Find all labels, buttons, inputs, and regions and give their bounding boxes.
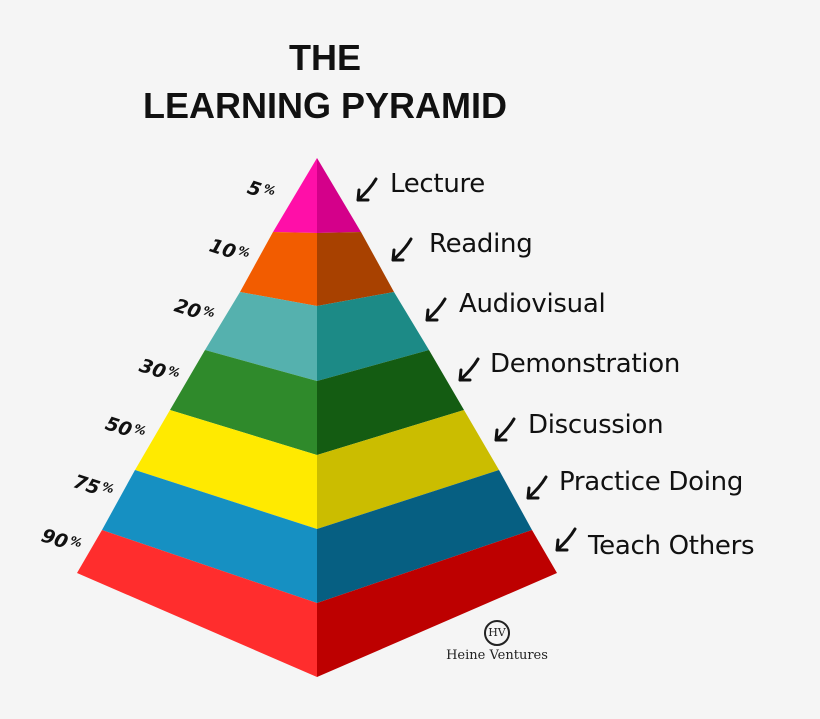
method-label-demonstration: Demonstration (490, 349, 680, 379)
arrow-down-left-icon (555, 527, 577, 552)
method-label-practice-doing: Practice Doing (559, 467, 744, 497)
method-label-reading: Reading (429, 229, 533, 259)
arrow-down-left-icon (425, 297, 447, 322)
pyramid-level-teach-others (77, 530, 557, 677)
arrow-down-left-icon (458, 357, 480, 382)
arrow-down-left-icon (494, 417, 516, 442)
arrow-down-left-icon (391, 237, 413, 262)
title-line-2: LEARNING PYRAMID (142, 85, 507, 126)
method-label-lecture: Lecture (390, 169, 486, 199)
method-label-teach-others: Teach Others (588, 531, 755, 561)
brand-watermark: HV Heine Ventures (430, 620, 564, 663)
arrow-down-left-icon (526, 475, 548, 500)
pyramid-level-discussion (135, 410, 499, 529)
pyramid-level-lecture (273, 158, 361, 233)
pyramid-level-demonstration (170, 350, 464, 455)
title-line-1: THE (289, 37, 361, 78)
pyramid-level-practice-doing (102, 470, 532, 603)
method-label-audiovisual: Audiovisual (459, 289, 606, 319)
brand-logo-icon: HV (484, 620, 510, 646)
pyramid-level-audiovisual (205, 292, 429, 381)
brand-name: Heine Ventures (446, 648, 548, 663)
arrow-down-left-icon (356, 177, 378, 202)
pyramid-level-reading (240, 232, 394, 306)
method-label-discussion: Discussion (528, 410, 664, 440)
